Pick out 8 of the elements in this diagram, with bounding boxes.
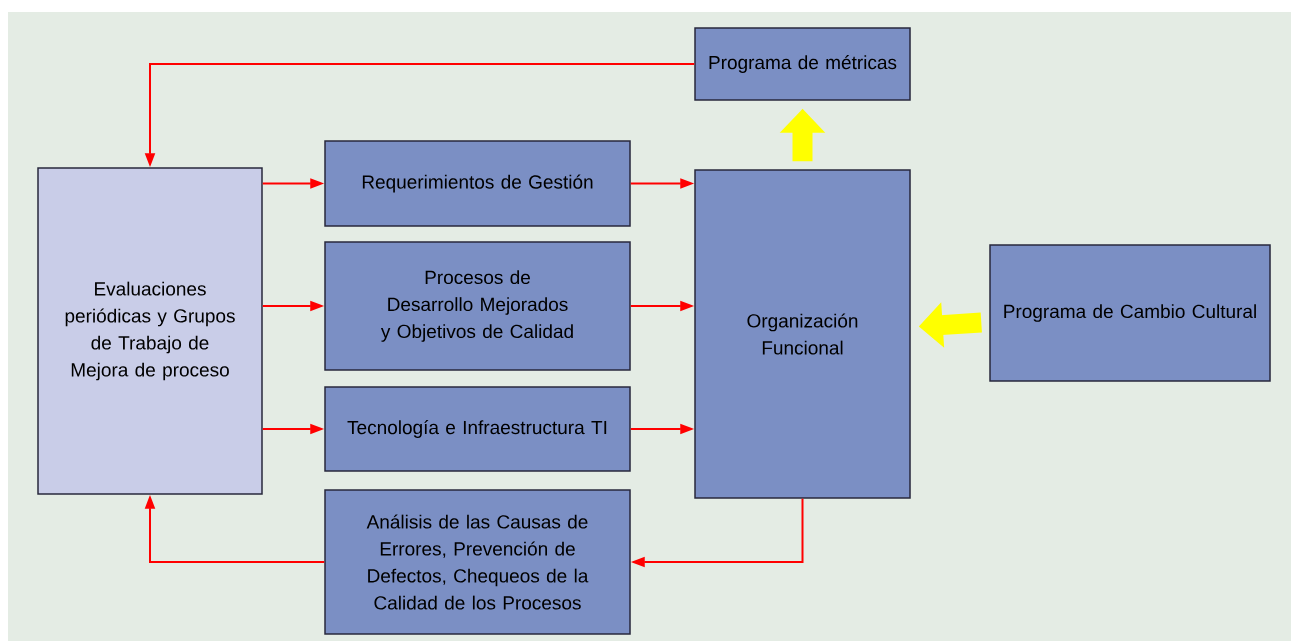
process-box: Organización Funcional [694,169,911,499]
process-box: Evaluaciones periódicas y Grupos de Trabajo de Mejora de proceso [37,167,263,495]
process-box: Programa de métricas [694,27,911,101]
process-box: Programa de Cambio Cultural [989,244,1271,382]
process-box: Análisis de las Causas de Errores, Prevención de Defectos, Chequeos de la Calidad de los Procesos [324,489,631,635]
process-box: Requerimientos de Gestión [324,140,631,227]
process-box: Procesos de Desarrollo Mejorados y Objetivos de Calidad [324,241,631,371]
process-box: Tecnología e Infraestructura TI [324,386,631,472]
